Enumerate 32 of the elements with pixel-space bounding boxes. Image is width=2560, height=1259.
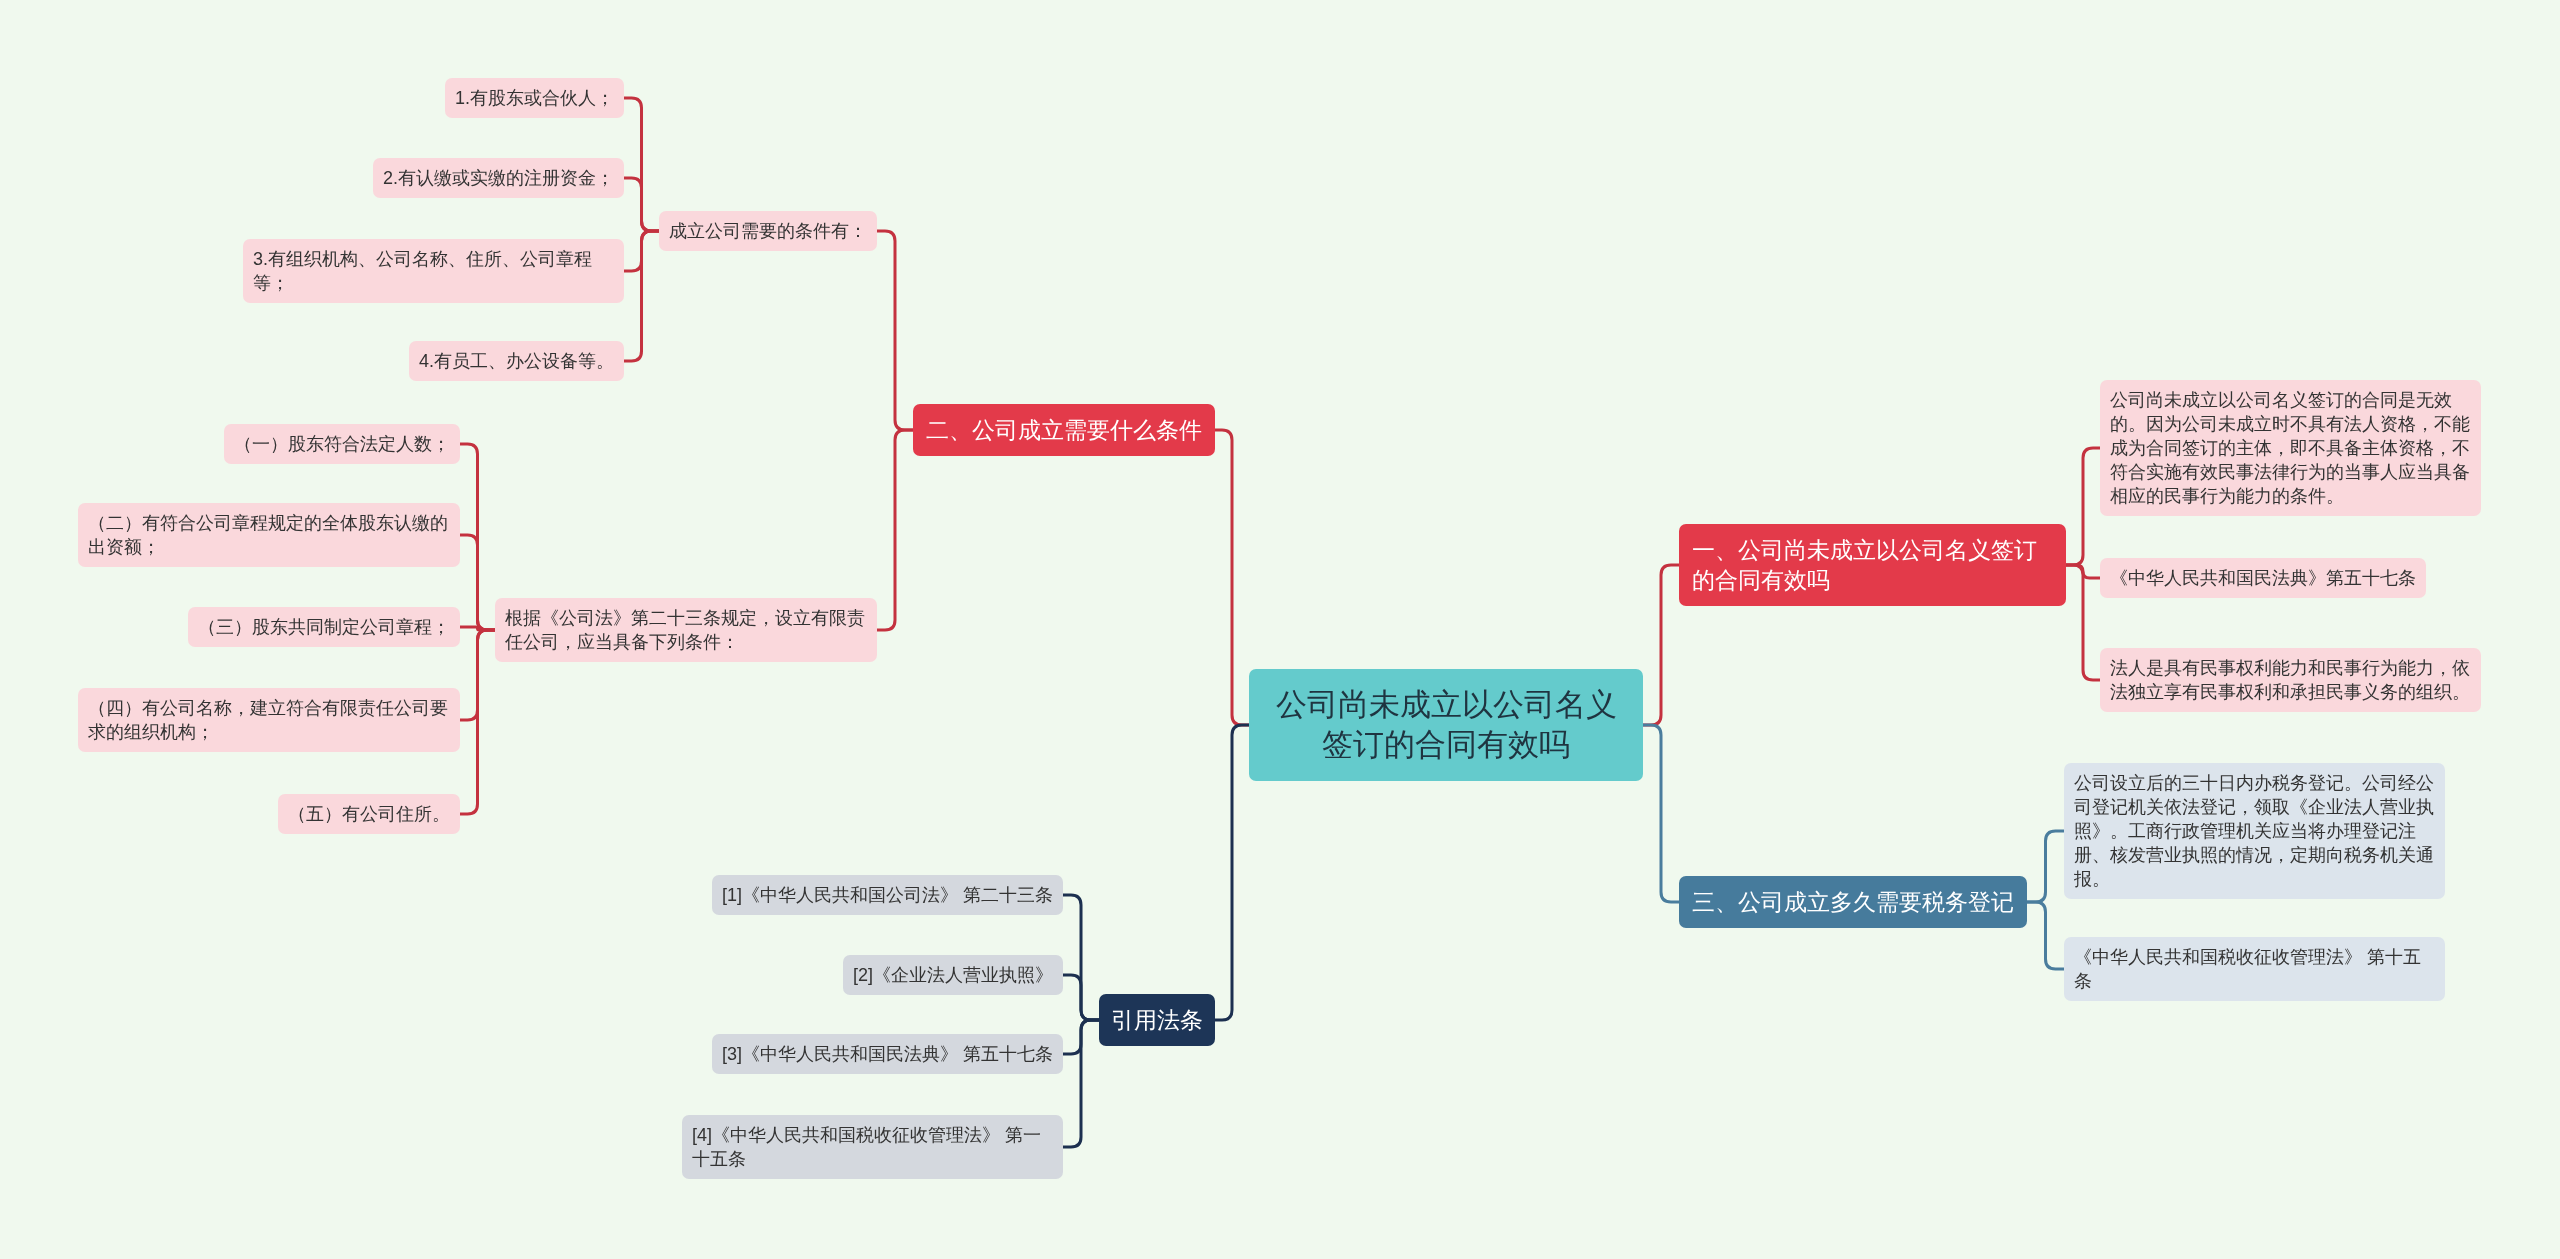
main-topic: 三、公司成立多久需要税务登记: [1679, 876, 2027, 928]
subtopic: 公司设立后的三十日内办税务登记。公司经公司登记机关依法登记，领取《企业法人营业执照》。工商行政管理机关应当将办理登记注册、核发营业执照的情况，定期向税务机关通报。: [2064, 763, 2445, 899]
connector-line: [875, 428, 915, 632]
main-topic: 引用法条: [1099, 994, 1215, 1046]
subtopic: 2.有认缴或实缴的注册资金；: [373, 158, 624, 198]
subtopic: （二）有符合公司章程规定的全体股东认缴的出资额；: [78, 503, 460, 567]
subtopic: （一）股东符合法定人数；: [224, 424, 460, 464]
main-topic: 二、公司成立需要什么条件: [913, 404, 1215, 456]
central-topic: 公司尚未成立以公司名义签订的合同有效吗: [1249, 669, 1643, 781]
subtopic: 公司尚未成立以公司名义签订的合同是无效的。因为公司未成立时不具有法人资格，不能成为合同签订的主体，即不具备主体资格，不符合实施有效民事法律行为的当事人应当具备相应的民事行为能力的条件。: [2100, 380, 2481, 516]
subtopic: [4]《中华人民共和国税收征收管理法》 第一十五条: [682, 1115, 1063, 1179]
subtopic: [3]《中华人民共和国民法典》 第五十七条: [712, 1034, 1063, 1074]
subtopic: 3.有组织机构、公司名称、住所、公司章程等；: [243, 239, 624, 303]
subtopic: 根据《公司法》第二十三条规定，设立有限责任公司，应当具备下列条件：: [495, 598, 877, 662]
subtopic: （三）股东共同制定公司章程；: [188, 607, 460, 647]
subtopic: [1]《中华人民共和国公司法》 第二十三条: [712, 875, 1063, 915]
connector-line: [1061, 1018, 1101, 1149]
connector-line: [2064, 563, 2102, 682]
subtopic: 1.有股东或合伙人；: [445, 78, 624, 118]
subtopic: 法人是具有民事权利能力和民事行为能力，依法独立享有民事权利和承担民事义务的组织。: [2100, 648, 2481, 712]
subtopic: [2]《企业法人营业执照》: [843, 955, 1063, 995]
connector-line: [1213, 723, 1251, 1022]
main-topic: 一、公司尚未成立以公司名义签订的合同有效吗: [1679, 524, 2066, 606]
connector-line: [2025, 900, 2066, 971]
connector-line: [1641, 723, 1681, 904]
subtopic: 《中华人民共和国民法典》第五十七条: [2100, 558, 2426, 598]
subtopic: （五）有公司住所。: [278, 794, 460, 834]
connector-line: [458, 628, 497, 816]
subtopic: 成立公司需要的条件有：: [659, 211, 877, 251]
subtopic: 4.有员工、办公设备等。: [409, 341, 624, 381]
subtopic: （四）有公司名称，建立符合有限责任公司要求的组织机构；: [78, 688, 460, 752]
subtopic: 《中华人民共和国税收征收管理法》 第十五条: [2064, 937, 2445, 1001]
